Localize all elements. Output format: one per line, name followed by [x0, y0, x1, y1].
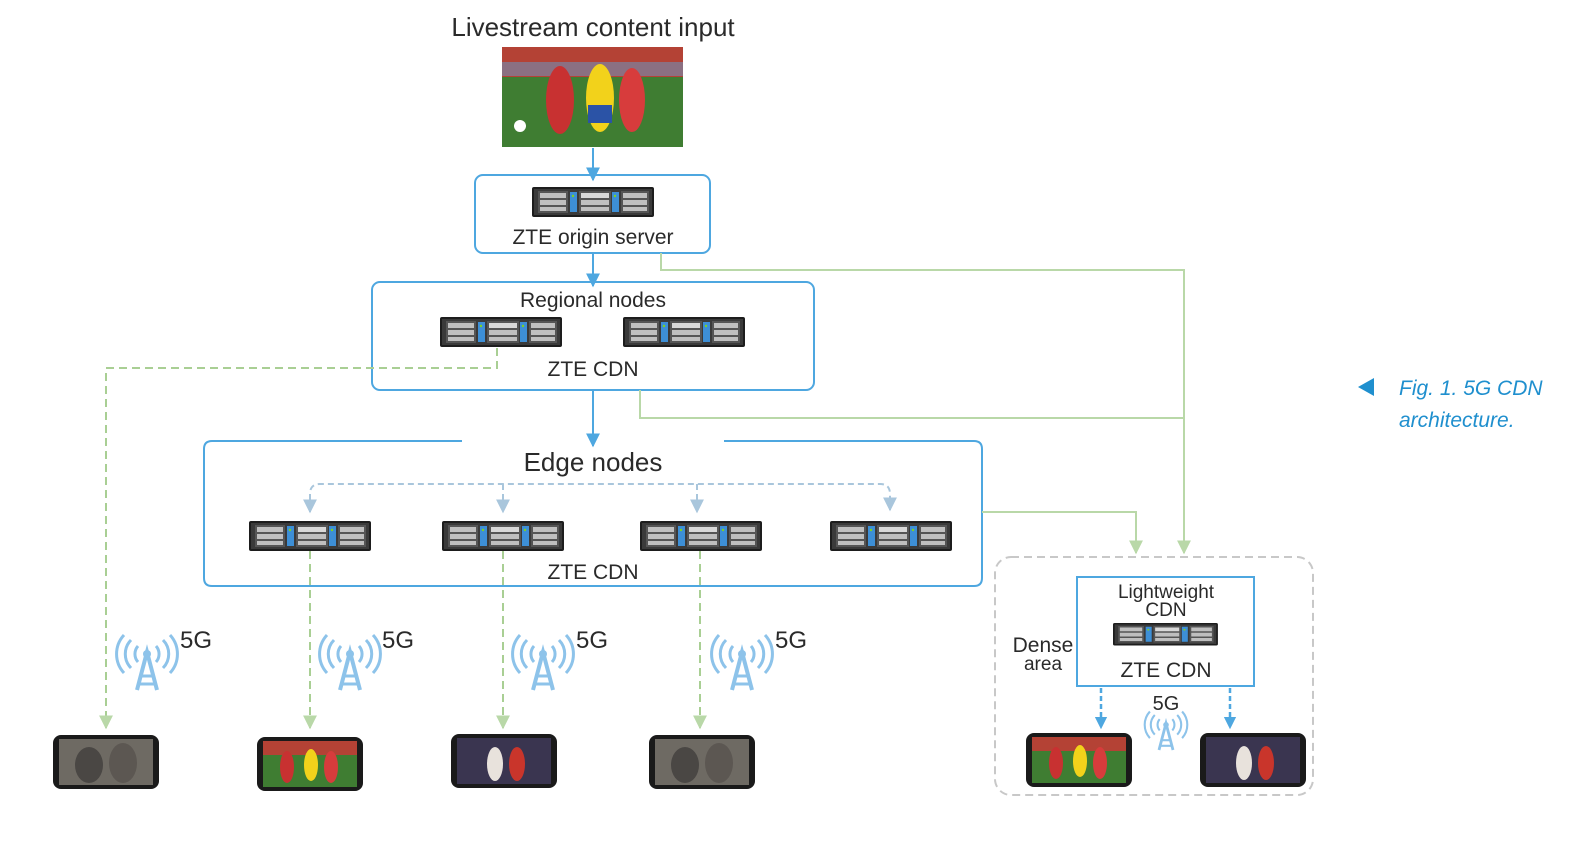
- dense-5g-label: 5G: [1153, 693, 1180, 715]
- edge-server-icon-4: [830, 521, 952, 551]
- livestream-title: Livestream content input: [451, 12, 735, 42]
- phone-2: [257, 737, 363, 791]
- edge-nodes-box: Edge nodes ZTE CDN: [203, 440, 983, 587]
- edge-nodes-title: Edge nodes: [524, 447, 663, 477]
- caption-triangle-icon: [1358, 378, 1374, 396]
- caption-line1: Fig. 1. 5G CDN: [1399, 377, 1543, 400]
- tower-group-1: 5G: [114, 627, 212, 692]
- lightweight-cdn-label-line1: Lightweight: [1118, 582, 1215, 603]
- tower-group-3: 5G: [510, 627, 608, 692]
- tower-group-4: 5G: [709, 627, 807, 692]
- caption-line2: architecture.: [1399, 409, 1515, 432]
- green-line-edge-to-dense: [982, 511, 1143, 555]
- origin-server-box: ZTE origin server: [474, 174, 711, 254]
- dense-phone-2: [1200, 733, 1306, 787]
- tower-label-3: 5G: [576, 627, 608, 654]
- edge-server-icon-2: [442, 521, 564, 551]
- dense-5g-tower-icon: [1143, 710, 1189, 752]
- green-line-origin-to-dense: [660, 253, 1191, 555]
- dense-area-label-line1: Dense: [1013, 634, 1074, 657]
- phone-1: [53, 735, 159, 789]
- 5g-tower-icon-4: [709, 633, 775, 692]
- phone-4: [649, 735, 755, 789]
- regional-cdn-label: ZTE CDN: [548, 358, 639, 381]
- regional-nodes-title: Regional nodes: [520, 289, 666, 312]
- edge-server-icon-3: [640, 521, 762, 551]
- phone-3: [451, 734, 557, 788]
- dense-phone-1: [1026, 733, 1132, 787]
- regional-server-icon-1: [440, 317, 562, 347]
- regional-nodes-box: Regional nodes ZTE CDN: [371, 281, 815, 391]
- dashed-line-regional-to-phone-1: [99, 348, 498, 730]
- dense-area-label-line2: area: [1024, 654, 1062, 675]
- tower-label-4: 5G: [775, 627, 807, 654]
- figure-caption: Fig. 1. 5G CDN architecture.: [1358, 377, 1543, 432]
- regional-server-icon-2: [623, 317, 745, 347]
- origin-server-label: ZTE origin server: [512, 226, 673, 249]
- 5g-tower-icon-2: [317, 633, 383, 692]
- lightweight-server-icon: [1113, 623, 1218, 646]
- tower-label-2: 5G: [382, 627, 414, 654]
- lightweight-cdn-label-line2: CDN: [1145, 600, 1186, 621]
- edge-distribution-line: [309, 483, 897, 512]
- dense-area-box: Dense area Lightweight CDN ZTE CDN 5G: [994, 556, 1314, 796]
- edge-cdn-label: ZTE CDN: [548, 561, 639, 584]
- lightweight-cdn-zte-label: ZTE CDN: [1121, 659, 1212, 682]
- origin-server-icon: [532, 187, 654, 217]
- 5g-tower-icon-1: [114, 633, 180, 692]
- livestream-image: [502, 47, 683, 147]
- lightweight-cdn-box: Lightweight CDN ZTE CDN: [1076, 576, 1255, 687]
- tower-group-2: 5G: [317, 627, 414, 692]
- edge-server-icon-1: [249, 521, 371, 551]
- 5g-tower-icon-3: [510, 633, 576, 692]
- tower-label-1: 5G: [180, 627, 212, 654]
- green-line-regional-to-dense: [639, 390, 1184, 419]
